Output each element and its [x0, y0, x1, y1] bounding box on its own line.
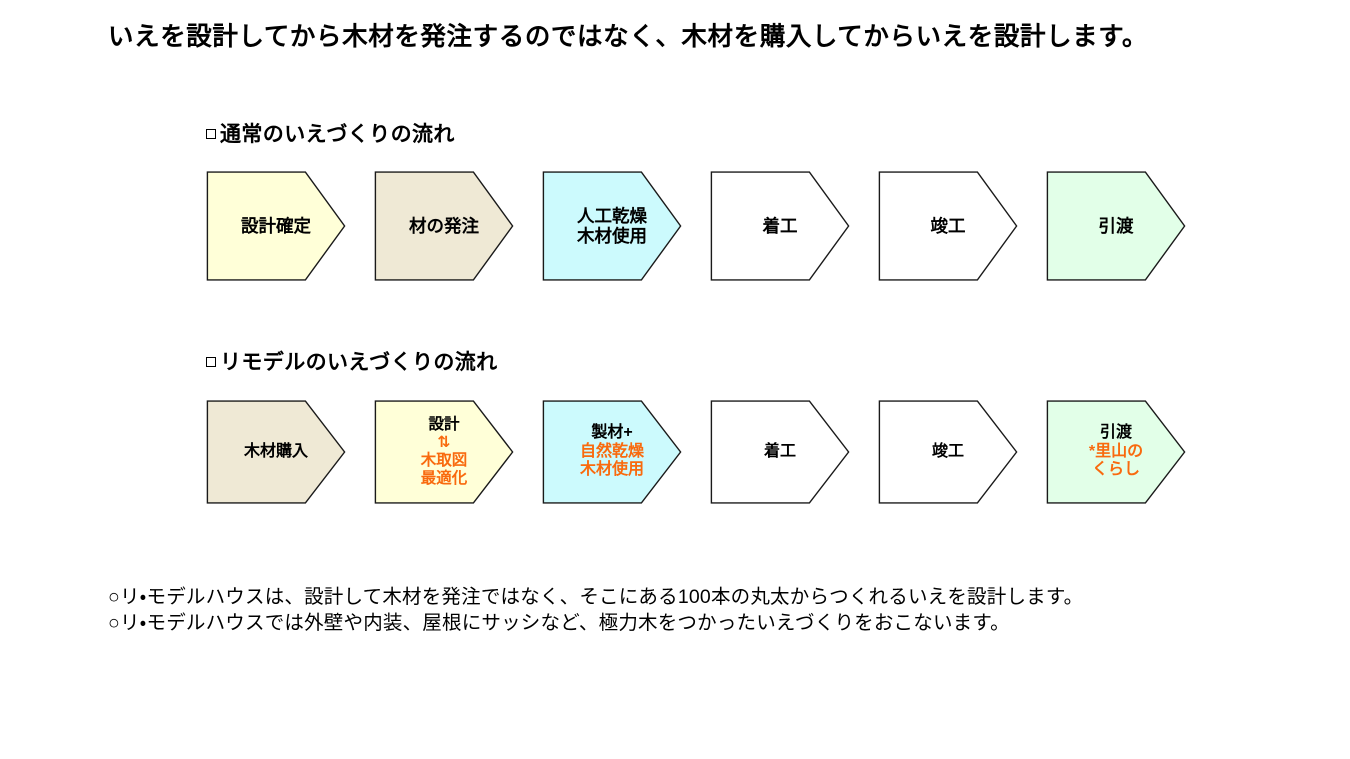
chevron-arrow-icon [542, 171, 682, 281]
chevron-arrow-icon [206, 171, 346, 281]
section-heading-normal-label: 通常のいえづくりの流れ [220, 123, 455, 146]
step-zai-no-hatchu: 材の発注 [374, 171, 514, 281]
chevron-arrow-icon [1046, 400, 1186, 504]
chevron-arrow-icon [710, 400, 850, 504]
chevron-arrow-icon [710, 171, 850, 281]
section-heading-normal: 通常のいえづくりの流れ [206, 118, 455, 148]
chevron-arrow-icon [878, 171, 1018, 281]
section-heading-remodel-label: リモデルのいえづくりの流れ [220, 351, 498, 374]
square-bullet-icon [206, 129, 216, 139]
section-heading-remodel: リモデルのいえづくりの流れ [206, 346, 498, 376]
step-sekkei-kakutei: 設計確定 [206, 171, 346, 281]
step-sekkei-kidorizu: 設計⇅木取図最適化 [374, 400, 514, 504]
chevron-arrow-icon [542, 400, 682, 504]
chevron-arrow-icon [206, 400, 346, 504]
step-jinko-kanso: 人工乾燥木材使用 [542, 171, 682, 281]
step-hikiwatashi-satoyama: 引渡*里山のくらし [1046, 400, 1186, 504]
chevron-arrow-icon [374, 171, 514, 281]
chevron-arrow-icon [878, 400, 1018, 504]
footer-notes: ○リ・モデルハウスは、設計して木材を発注ではなく、そこにある100本の丸太からつ… [108, 585, 1083, 637]
step-mokuzai-konyu: 木材購入 [206, 400, 346, 504]
footer-note-line: ○リ・モデルハウスでは外壁や内装、屋根にサッシなど、極力木をつかったいえづくりを… [108, 611, 1010, 634]
step-chakko: 着工 [710, 400, 850, 504]
flow-diagram-remodel: 木材購入設計⇅木取図最適化製材+自然乾燥木材使用着工竣工引渡*里山のくらし [206, 400, 1186, 504]
step-hikiwatashi: 引渡 [1046, 171, 1186, 281]
flow-diagram-normal: 設計確定材の発注人工乾燥木材使用着工竣工引渡 [206, 171, 1186, 281]
step-shunko: 竣工 [878, 400, 1018, 504]
step-chakko: 着工 [710, 171, 850, 281]
page-title: いえを設計してから木材を発注するのではなく、木材を購入してからいえを設計します。 [108, 23, 1148, 51]
chevron-arrow-icon [1046, 171, 1186, 281]
chevron-arrow-icon [374, 400, 514, 504]
step-shunko: 竣工 [878, 171, 1018, 281]
footer-note-line: ○リ・モデルハウスは、設計して木材を発注ではなく、そこにある100本の丸太からつ… [108, 586, 1084, 608]
step-seizai-shizen-kanso: 製材+自然乾燥木材使用 [542, 400, 682, 504]
square-bullet-icon [206, 357, 216, 367]
